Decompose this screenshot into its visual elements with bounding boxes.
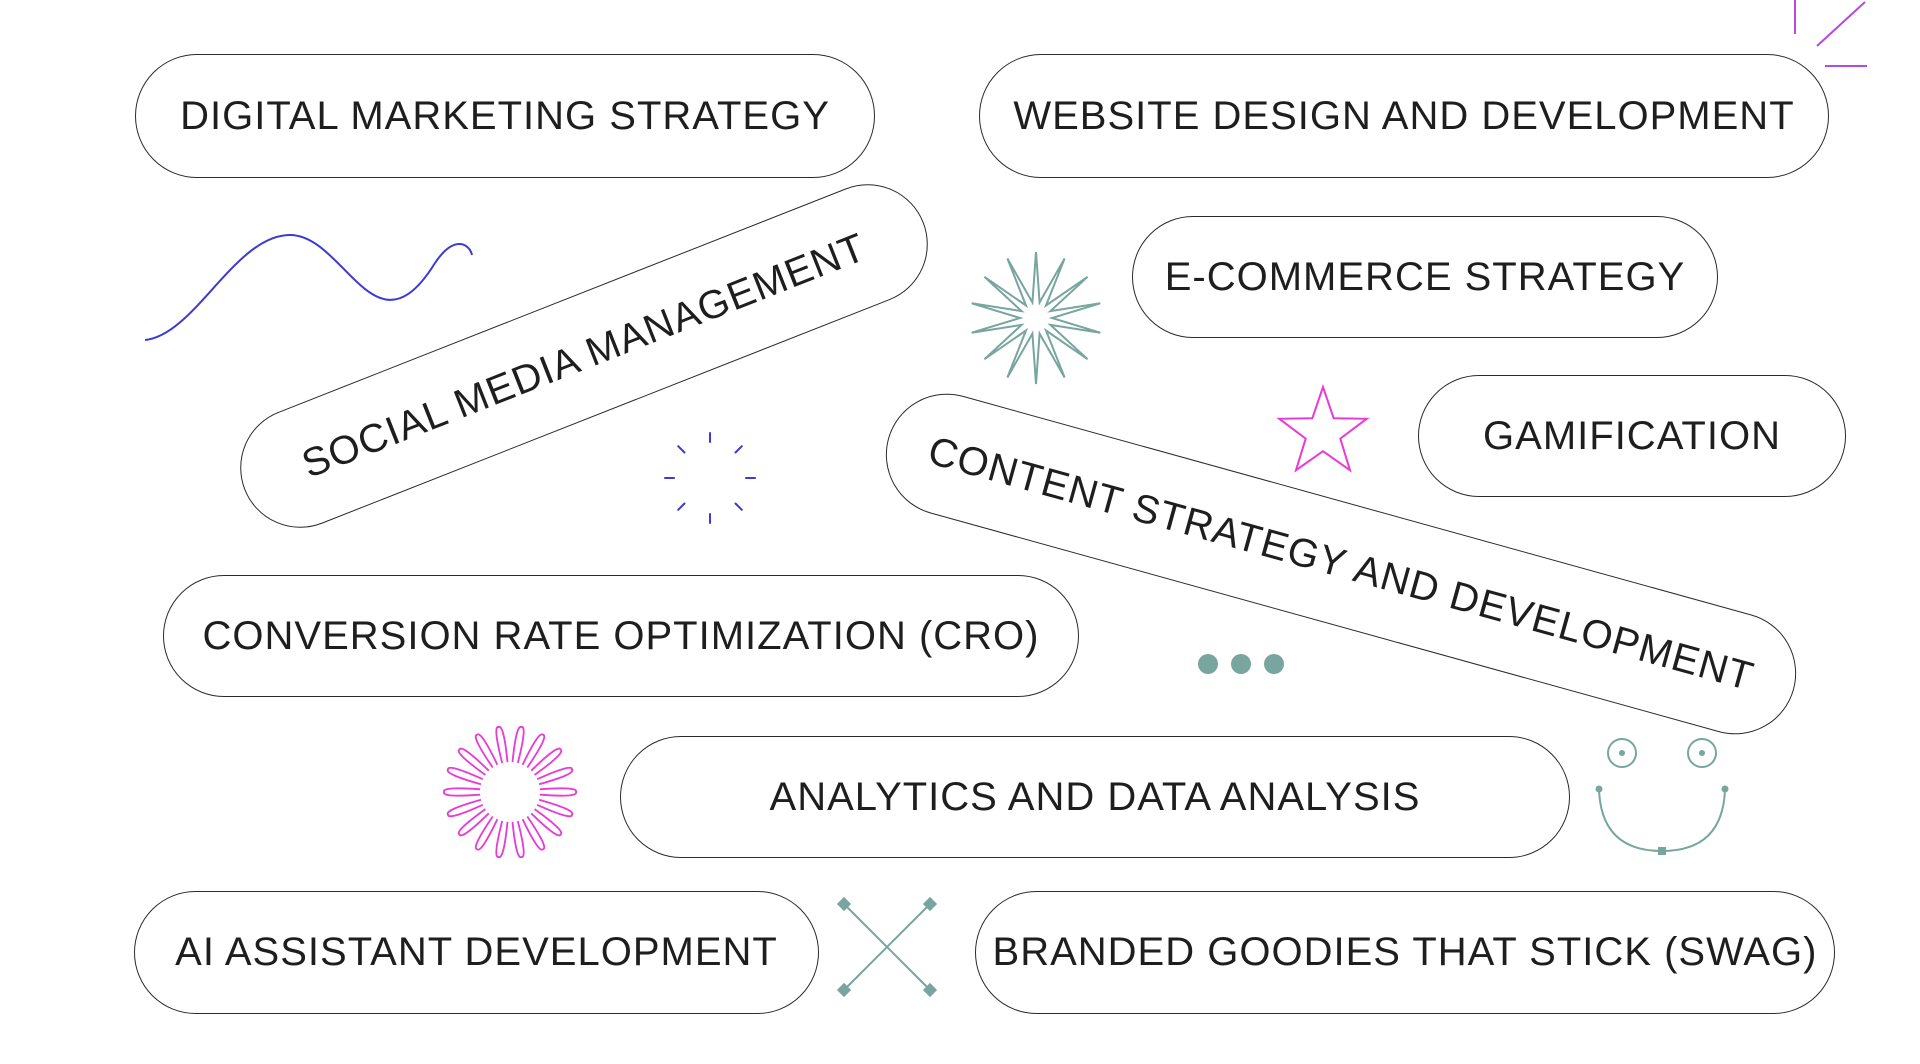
sun-ray: [530, 808, 563, 837]
service-label: WEBSITE DESIGN AND DEVELOPMENT: [1013, 93, 1795, 138]
service-pill-analytics: ANALYTICS AND DATA ANALYSIS: [620, 736, 1570, 858]
sparkle-burst-shape: [971, 251, 1101, 385]
cross-icon: [836, 896, 938, 998]
service-pill-cro: CONVERSION RATE OPTIMIZATION (CRO): [163, 575, 1079, 697]
service-pill-swag: BRANDED GOODIES THAT STICK (SWAG): [975, 891, 1835, 1014]
dash-tick: [677, 502, 686, 511]
sun-ray: [536, 766, 574, 786]
sun-ray: [511, 820, 525, 859]
service-label: AI ASSISTANT DEVELOPMENT: [175, 930, 778, 974]
sun-ray: [443, 787, 481, 797]
service-pill-digital-marketing: DIGITAL MARKETING STRATEGY: [135, 54, 875, 178]
sun-ray: [446, 798, 484, 818]
service-pill-gamification: GAMIFICATION: [1418, 375, 1846, 497]
sparkle-burst-icon: [971, 251, 1101, 385]
service-label: BRANDED GOODIES THAT STICK (SWAG): [992, 930, 1818, 974]
sun-ray: [521, 815, 546, 851]
sun-ray: [521, 733, 546, 769]
dots-icon: [1198, 654, 1284, 674]
wave-icon: [144, 233, 473, 341]
star-icon: [1276, 383, 1370, 473]
sun-ray: [495, 820, 509, 859]
smiley-icon: [1595, 738, 1729, 855]
sun-ray: [474, 733, 499, 769]
service-label: GAMIFICATION: [1483, 413, 1781, 458]
dash-tick: [677, 445, 686, 454]
sun-icon: [443, 725, 577, 859]
service-label: CONVERSION RATE OPTIMIZATION (CRO): [202, 613, 1040, 658]
service-pill-ecommerce: E-COMMERCE STRATEGY: [1132, 216, 1718, 338]
service-pill-website-design: WEBSITE DESIGN AND DEVELOPMENT: [979, 54, 1829, 178]
sun-ray: [511, 725, 525, 764]
dash-tick: [734, 502, 743, 511]
service-label: DIGITAL MARKETING STRATEGY: [180, 93, 830, 138]
sun-ray: [530, 747, 563, 776]
corner-lines-icon: [1794, 0, 1867, 67]
service-label: ANALYTICS AND DATA ANALYSIS: [769, 774, 1421, 819]
dash-circle-icon: [664, 432, 756, 524]
sun-ray: [457, 808, 490, 837]
sun-ray: [446, 766, 484, 786]
sun-ray: [495, 725, 509, 764]
sun-ray: [539, 787, 577, 797]
service-label: E-COMMERCE STRATEGY: [1164, 254, 1686, 299]
sun-ray: [457, 747, 490, 776]
sun-ray: [536, 798, 574, 818]
service-pill-social-media: SOCIAL MEDIA MANAGEMENT: [222, 166, 946, 546]
sun-ray: [474, 815, 499, 851]
dash-tick: [734, 445, 743, 454]
service-pill-ai-assistant: AI ASSISTANT DEVELOPMENT: [134, 891, 819, 1014]
